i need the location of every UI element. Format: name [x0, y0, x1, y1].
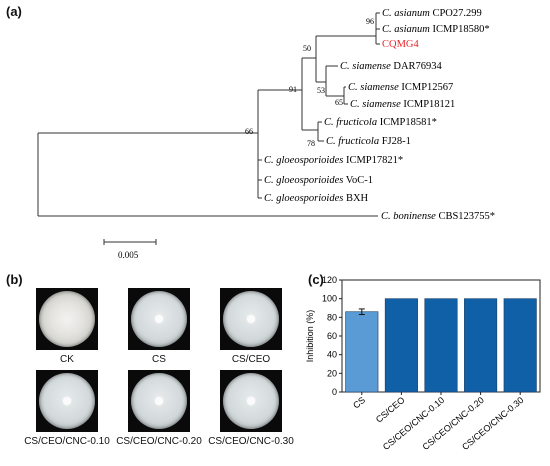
- x-tick-label: CS: [351, 395, 367, 411]
- petri-dish-photo: [220, 288, 282, 350]
- y-tick-label: 0: [332, 387, 337, 397]
- bootstrap-value: 78: [307, 139, 315, 148]
- y-tick-label: 40: [327, 350, 337, 360]
- taxon-label: C. boninense CBS123755*: [381, 211, 495, 222]
- y-tick-label: 120: [322, 275, 337, 285]
- mycelial-plug: [155, 397, 163, 405]
- mycelial-plug: [247, 315, 255, 323]
- petri-dish-cell: CS: [128, 288, 190, 365]
- petri-dish-label: CS/CEO: [231, 354, 271, 365]
- petri-dish-label: CS: [152, 354, 166, 365]
- bootstrap-value: 65: [335, 98, 343, 107]
- petri-dish: [223, 291, 279, 347]
- y-tick-label: 100: [322, 294, 337, 304]
- mycelial-plug: [63, 397, 71, 405]
- taxon-label: C. asianum CPO27.299: [382, 8, 482, 19]
- petri-dish-label: CS/CEO/CNC-0.20: [116, 436, 202, 447]
- bootstrap-value: 96: [366, 17, 374, 26]
- y-tick-label: 80: [327, 312, 337, 322]
- bootstrap-value: 66: [245, 127, 253, 136]
- petri-dish-photo: [36, 288, 98, 350]
- taxon-label: C. gloeosporioides BXH: [264, 193, 369, 204]
- petri-dish-photo: [128, 370, 190, 432]
- petri-dish-cell: CS/CEO/CNC-0.10: [24, 370, 110, 447]
- petri-dish-photo: [36, 370, 98, 432]
- bar: [384, 298, 418, 393]
- taxon-label-highlight: CQMG4: [382, 39, 420, 50]
- petri-dish-cell: CS/CEO: [220, 288, 282, 365]
- taxon-label: C. siamense DAR76934: [340, 61, 443, 72]
- petri-dish-label: CS/CEO/CNC-0.10: [24, 436, 110, 447]
- petri-dish: [131, 291, 187, 347]
- petri-dish-cell: CS/CEO/CNC-0.30: [208, 370, 294, 447]
- panel-label-b: (b): [6, 272, 23, 287]
- bar: [464, 298, 498, 393]
- bar: [345, 311, 379, 393]
- bootstrap-value: 53: [317, 86, 325, 95]
- tree-branches: [37, 12, 380, 217]
- petri-dish: [39, 373, 95, 429]
- mycelial-plug: [247, 397, 255, 405]
- panel-label-c: (c): [308, 272, 324, 287]
- taxon-label: C. asianum ICMP18580*: [382, 24, 490, 35]
- petri-dish: [131, 373, 187, 429]
- petri-dish-cell: CS/CEO/CNC-0.20: [116, 370, 202, 447]
- taxon-label: C. gloeosporioides VoC-1: [264, 175, 373, 186]
- petri-dish-photo: [128, 288, 190, 350]
- bootstrap-value: 91: [289, 85, 297, 94]
- taxon-label: C. siamense ICMP18121: [350, 99, 455, 110]
- taxon-label: C. fructicola ICMP18581*: [324, 117, 437, 128]
- scale-bar-label: 0.005: [118, 250, 139, 260]
- bar: [424, 298, 458, 393]
- petri-dish-label: CK: [60, 354, 74, 365]
- panel-label-a: (a): [6, 4, 22, 19]
- petri-dish: [39, 291, 95, 347]
- y-tick-label: 20: [327, 368, 337, 378]
- taxon-label: C. siamense ICMP12567: [348, 82, 453, 93]
- petri-dish: [223, 373, 279, 429]
- bar: [503, 298, 537, 393]
- mycelial-plug: [155, 315, 163, 323]
- taxon-label: C. fructicola FJ28-1: [326, 136, 411, 147]
- x-tick-label: CS/CEO: [374, 395, 407, 425]
- bootstrap-value: 50: [303, 44, 311, 53]
- petri-dish-cell: CK: [36, 288, 98, 365]
- y-tick-label: 60: [327, 331, 337, 341]
- y-axis-label: Inhibition (%): [305, 310, 315, 363]
- petri-dish-photo: [220, 370, 282, 432]
- phylogenetic-tree: C. asianum CPO27.299 C. asianum ICMP1858…: [37, 8, 495, 260]
- petri-dish-label: CS/CEO/CNC-0.30: [208, 436, 294, 447]
- taxon-label: C. gloeosporioides ICMP17821*: [264, 155, 403, 166]
- scale-bar: [103, 239, 157, 245]
